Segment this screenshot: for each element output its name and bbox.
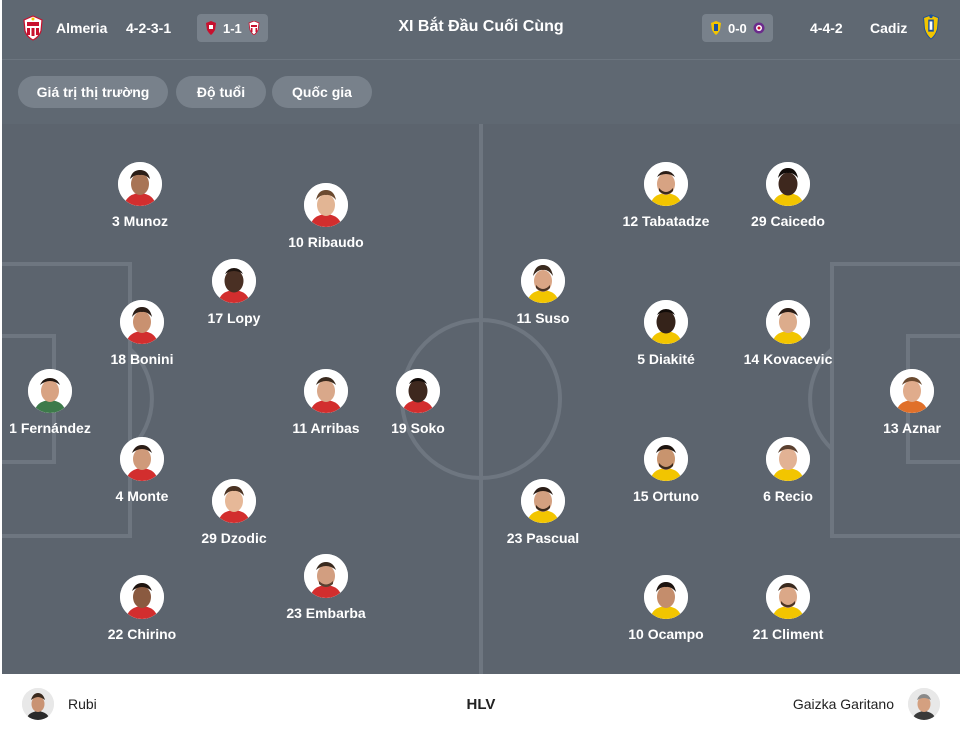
player-photo [120, 575, 164, 619]
home-player-arribas[interactable]: 11 Arribas [256, 369, 396, 436]
player-photo [521, 259, 565, 303]
opponent-crest-icon [753, 22, 765, 34]
player-photo [644, 162, 688, 206]
player-photo [644, 575, 688, 619]
home-player-munoz[interactable]: 3 Munoz [70, 162, 210, 229]
player-photo [766, 575, 810, 619]
home-player-lopy[interactable]: 17 Lopy [164, 259, 304, 326]
player-photo [120, 300, 164, 344]
player-name-label: 29 Dzodic [201, 530, 267, 546]
away-player-climent[interactable]: 21 Climent [718, 575, 858, 642]
player-name-label: 22 Chirino [107, 626, 177, 642]
player-photo [766, 437, 810, 481]
home-player-fernandez[interactable]: 1 Fernández [2, 369, 120, 436]
home-coach-name: Rubi [68, 696, 97, 712]
coach-bar: Rubi HLV Gaizka Garitano [2, 674, 960, 739]
player-name-label: 23 Embarba [286, 605, 366, 621]
coach-photo [908, 688, 940, 720]
player-name-label: 11 Suso [516, 310, 570, 326]
player-photo [644, 437, 688, 481]
player-photo [212, 259, 256, 303]
filter-bar: Giá trị thị trường Độ tuổi Quốc gia [2, 60, 960, 124]
away-coach-name: Gaizka Garitano [792, 696, 894, 712]
player-photo [396, 369, 440, 413]
player-photo [120, 437, 164, 481]
player-name-label: 14 Kovacevic [743, 351, 833, 367]
player-name-label: 6 Recio [763, 488, 813, 504]
cadiz-mini-crest-icon [711, 21, 721, 35]
player-name-label: 12 Tabatadze [622, 213, 710, 229]
player-name-label: 10 Ribaudo [288, 234, 364, 250]
player-photo [890, 369, 934, 413]
home-formation: 4-2-3-1 [126, 20, 172, 36]
home-player-ribaudo[interactable]: 10 Ribaudo [256, 183, 396, 250]
player-photo [766, 162, 810, 206]
player-name-label: 5 Diakité [637, 351, 695, 367]
lineup-header: Almeria 4-2-3-1 1-1 XI Bắt Đầu Cuối Cùng… [2, 0, 960, 60]
player-name-label: 1 Fernández [9, 420, 91, 436]
cadiz-crest-icon[interactable] [920, 14, 942, 40]
away-last-score: 0-0 [728, 20, 747, 36]
player-photo [212, 479, 256, 523]
coach-photo [22, 688, 54, 720]
player-photo [304, 554, 348, 598]
home-player-embarba[interactable]: 23 Embarba [256, 554, 396, 621]
away-player-kovacevic[interactable]: 14 Kovacevic [718, 300, 858, 367]
lineup-title: XI Bắt Đầu Cuối Cùng [398, 18, 564, 35]
almeria-crest-icon[interactable] [22, 15, 44, 41]
player-name-label: 10 Ocampo [628, 626, 704, 642]
away-player-pascual[interactable]: 23 Pascual [473, 479, 613, 546]
player-photo [118, 162, 162, 206]
home-team-name[interactable]: Almeria [56, 20, 108, 36]
away-formation: 4-4-2 [810, 20, 843, 36]
player-name-label: 3 Munoz [112, 213, 168, 229]
away-player-tabatadze[interactable]: 12 Tabatadze [596, 162, 736, 229]
player-photo [766, 300, 810, 344]
away-player-ortuno[interactable]: 15 Ortuno [596, 437, 736, 504]
opponent-crest-icon [206, 21, 216, 35]
away-player-aznar[interactable]: 13 Aznar [842, 369, 960, 436]
player-photo [644, 300, 688, 344]
player-name-label: 4 Monte [115, 488, 169, 504]
away-last-result[interactable]: 0-0 [702, 14, 773, 42]
away-player-suso[interactable]: 11 Suso [473, 259, 613, 326]
away-player-ocampo[interactable]: 10 Ocampo [596, 575, 736, 642]
player-photo [521, 479, 565, 523]
pitch-lines [2, 124, 960, 674]
filter-nationality-chip[interactable]: Quốc gia [272, 76, 372, 108]
player-name-label: 15 Ortuno [632, 488, 700, 504]
player-name-label: 11 Arribas [292, 420, 360, 436]
home-player-soko[interactable]: 19 Soko [348, 369, 488, 436]
player-name-label: 21 Climent [752, 626, 824, 642]
home-player-monte[interactable]: 4 Monte [72, 437, 212, 504]
filter-age-chip[interactable]: Độ tuổi [176, 76, 266, 108]
player-name-label: 19 Soko [391, 420, 445, 436]
player-photo [304, 183, 348, 227]
home-player-dzodic[interactable]: 29 Dzodic [164, 479, 304, 546]
away-team-name[interactable]: Cadiz [870, 20, 908, 36]
home-last-result[interactable]: 1-1 [197, 14, 268, 42]
home-player-bonini[interactable]: 18 Bonini [72, 300, 212, 367]
coach-section-label: HLV [466, 696, 496, 713]
player-photo [304, 369, 348, 413]
player-name-label: 13 Aznar [883, 420, 941, 436]
away-coach[interactable]: Gaizka Garitano [793, 688, 940, 720]
player-name-label: 17 Lopy [207, 310, 261, 326]
player-name-label: 29 Caicedo [751, 213, 825, 229]
away-player-caicedo[interactable]: 29 Caicedo [718, 162, 858, 229]
home-coach[interactable]: Rubi [22, 688, 97, 720]
home-last-score: 1-1 [223, 20, 242, 36]
football-pitch: 3 Munoz 10 Ribaudo 17 Lopy 18 Bonini 1 F… [2, 124, 960, 674]
almeria-mini-crest-icon [248, 21, 260, 35]
player-name-label: 23 Pascual [506, 530, 580, 546]
away-player-diakite[interactable]: 5 Diakité [596, 300, 736, 367]
player-photo [28, 369, 72, 413]
home-player-chirino[interactable]: 22 Chirino [72, 575, 212, 642]
player-name-label: 18 Bonini [110, 351, 174, 367]
away-player-recio[interactable]: 6 Recio [718, 437, 858, 504]
filter-market-value-chip[interactable]: Giá trị thị trường [18, 76, 168, 108]
